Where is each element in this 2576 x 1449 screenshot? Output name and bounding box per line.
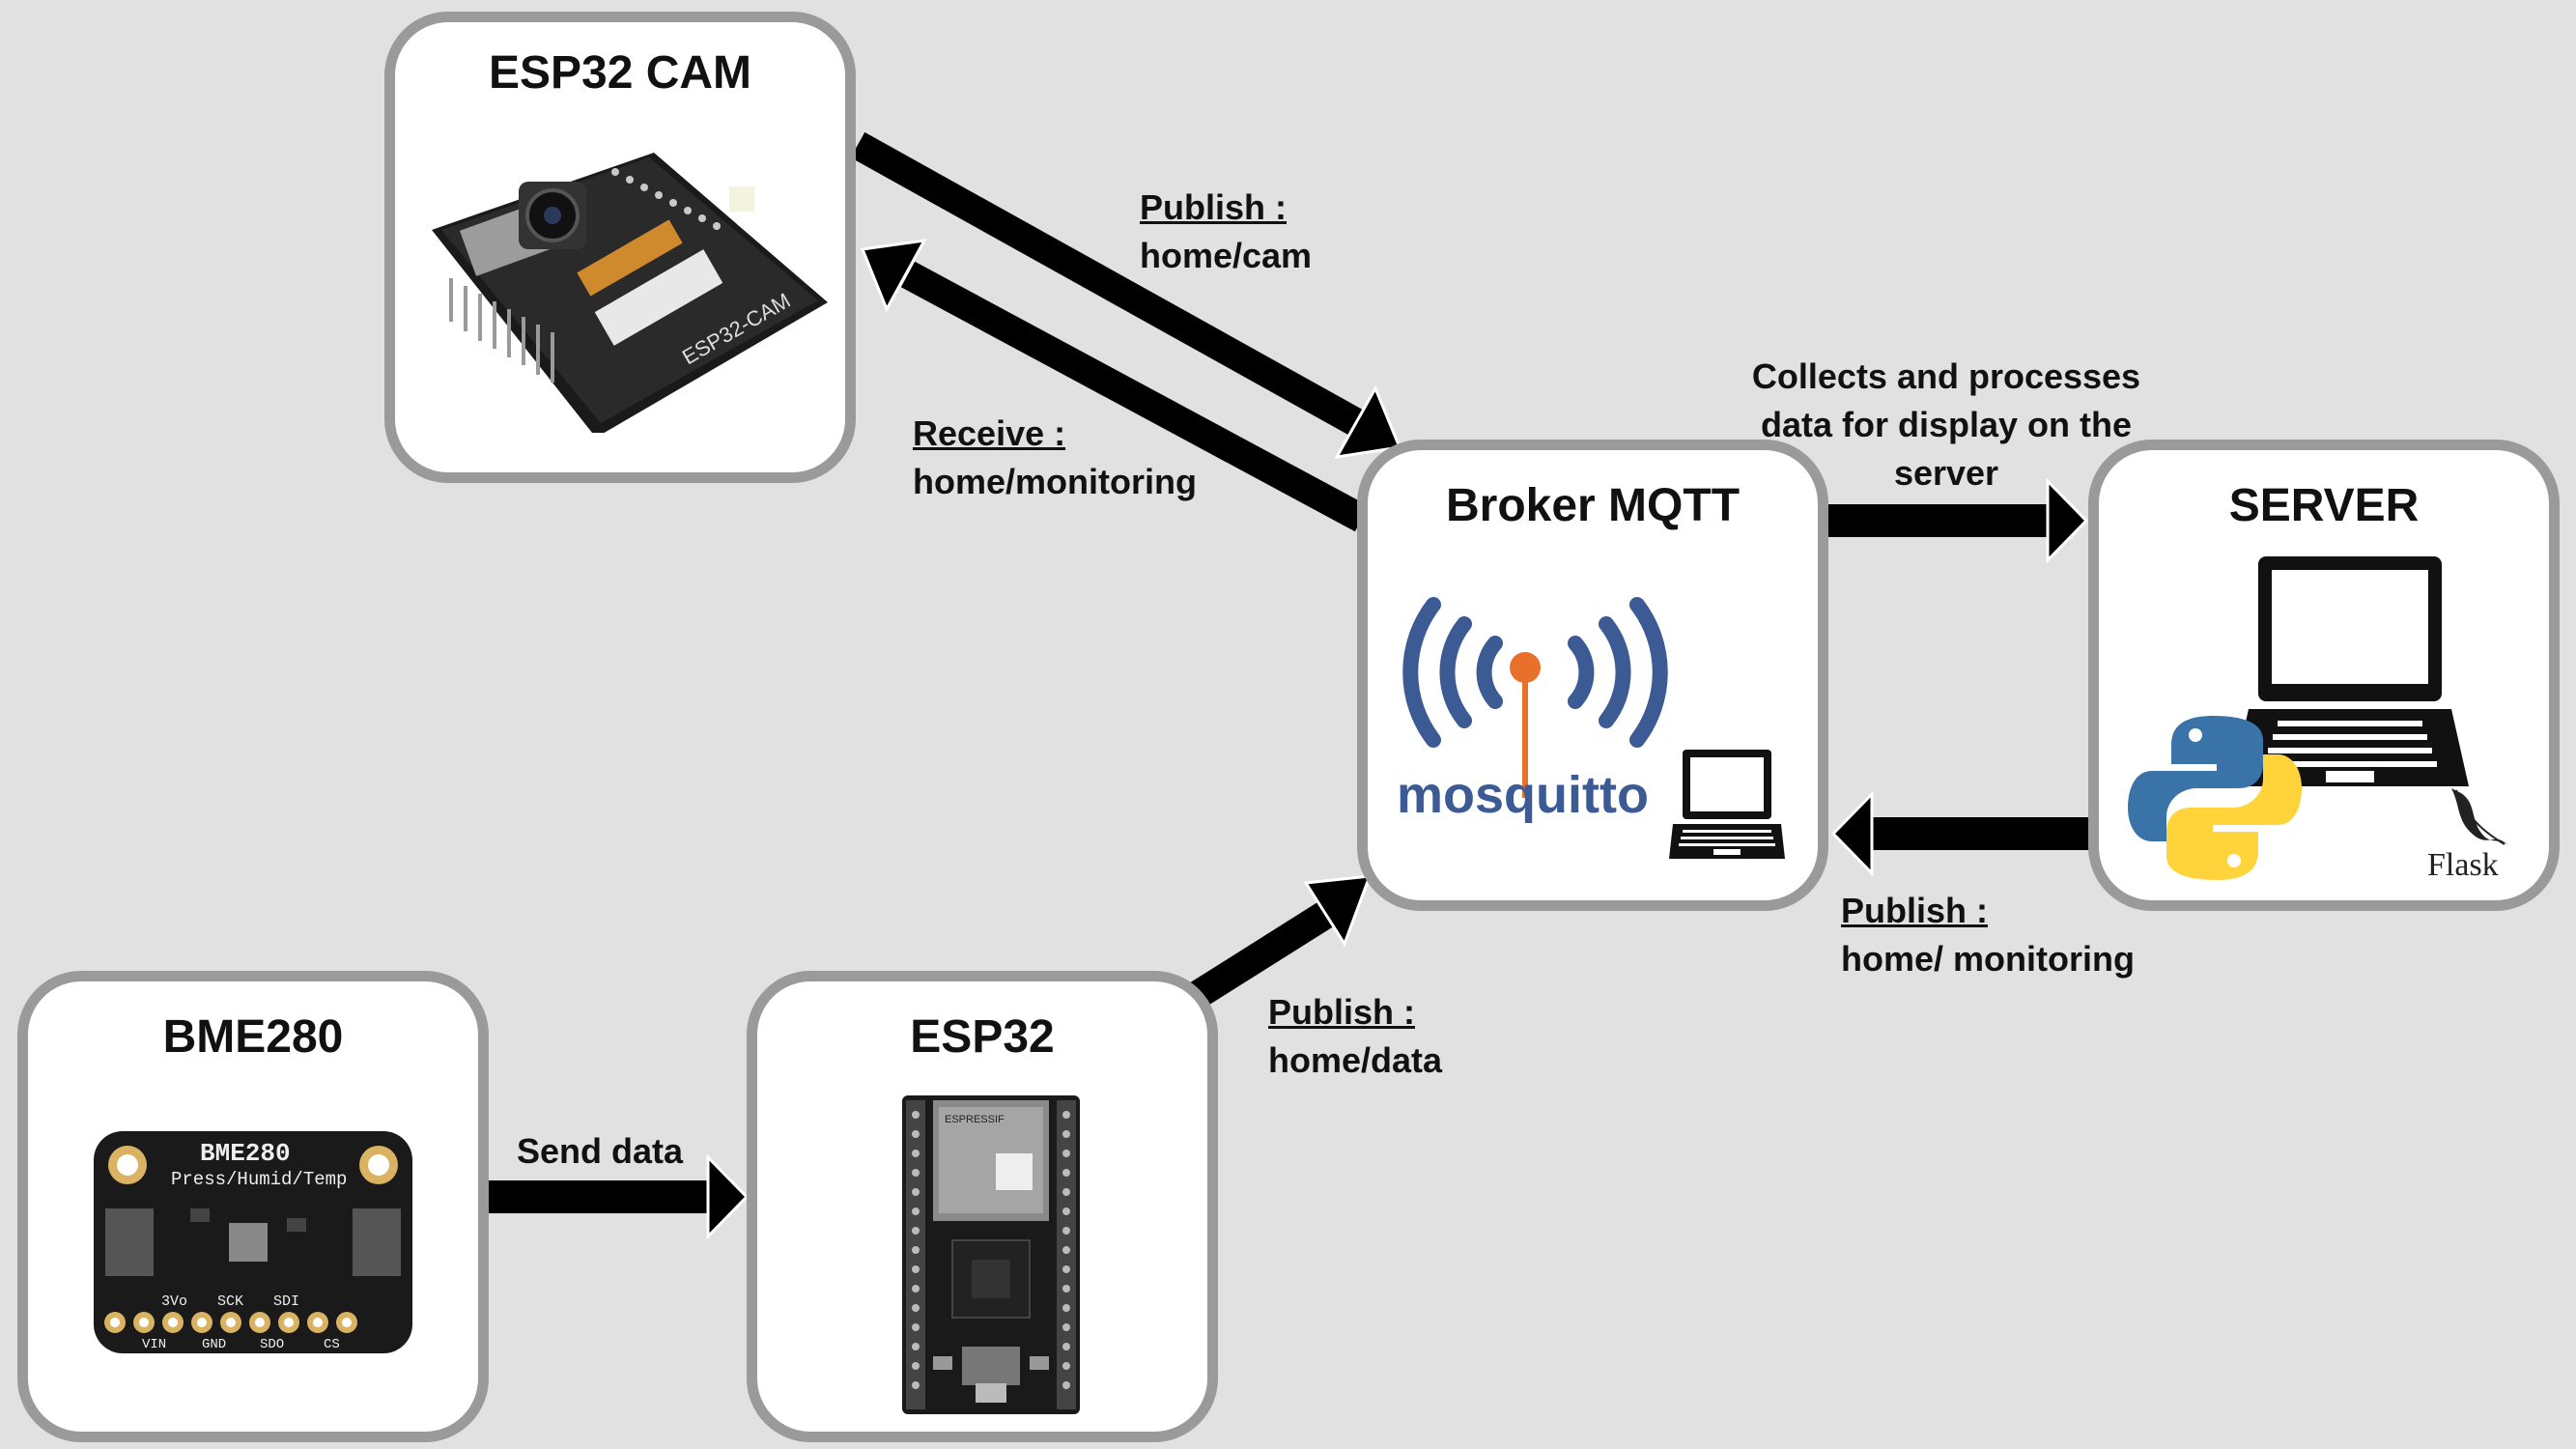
arrow-broker-to-server [1828, 477, 2089, 564]
arrow-bme-to-esp32 [489, 1153, 750, 1240]
label-text: Send data [517, 1131, 684, 1171]
mosquitto-logo: mosquitto [1397, 597, 1668, 824]
label-line: Collects and processes [1751, 356, 2141, 396]
bme280-board-title: BME280 [200, 1139, 291, 1168]
label-line: server [1893, 453, 1999, 493]
bme280-pin-label: SCK [217, 1293, 243, 1310]
bme280-pin-label: GND [202, 1337, 226, 1352]
arrow-esp32-to-broker [1182, 874, 1373, 1012]
flask-logo-icon: Flask [2427, 788, 2509, 883]
node-title: SERVER [2228, 480, 2420, 531]
node-title: Broker MQTT [1445, 480, 1741, 531]
label-topic: home/cam [1140, 236, 1313, 275]
esp32-chip-text: ESPRESSIF [945, 1114, 1005, 1125]
label-topic: home/monitoring [913, 462, 1197, 501]
label-topic: home/ monitoring [1841, 939, 2135, 979]
server-laptop-icon [2231, 556, 2469, 786]
label-cam-publish: Publish : home/cam [1140, 184, 1312, 280]
label-title: Publish : [1268, 992, 1415, 1032]
label-title: Publish : [1841, 891, 1988, 930]
bme280-board-subtitle: Press/Humid/Temp [171, 1169, 347, 1190]
node-title: ESP32 [910, 1011, 1055, 1063]
label-title: Receive : [913, 413, 1066, 453]
arrow-cam-to-broker [850, 131, 1402, 459]
bme280-pin-label: CS [324, 1337, 340, 1352]
label-cam-receive: Receive : home/monitoring [913, 410, 1197, 506]
node-title: BME280 [162, 1011, 344, 1063]
label-line: data for display on the [1760, 405, 2133, 444]
label-send-data: Send data [517, 1127, 683, 1176]
node-broker-mqtt: Broker MQTT mosquitto [1357, 440, 1828, 911]
esp32-board-image: ESPRESSIF [902, 1095, 1080, 1414]
node-bme280: BME280 BME280 Press/Humid/Temp 3Vo SCK S… [17, 971, 489, 1442]
bme280-pin-label: SDO [260, 1337, 284, 1352]
node-server: SERVER Flask [2088, 440, 2560, 911]
broker-laptop-icon [1669, 750, 1785, 859]
bme280-pin-label: SDI [273, 1293, 299, 1310]
label-collects: Collects and processes data for display … [1729, 353, 2164, 497]
node-esp32: ESP32 ESPRESSIF [747, 971, 1218, 1442]
bme280-pin-label: 3Vo [161, 1293, 187, 1310]
node-esp32cam: ESP32 CAM ESP32-CAM [384, 12, 856, 483]
esp32cam-board-image: ESP32-CAM [432, 153, 828, 433]
arrow-server-to-broker [1830, 790, 2093, 877]
label-topic: home/data [1268, 1040, 1443, 1080]
label-esp-publish: Publish : home/data [1268, 988, 1442, 1085]
label-title: Publish : [1140, 187, 1287, 227]
node-title: ESP32 CAM [488, 47, 752, 99]
bme280-board-image: BME280 Press/Humid/Temp 3Vo SCK SDI VIN … [94, 1131, 412, 1353]
label-server-publish: Publish : home/ monitoring [1841, 887, 2135, 983]
arrow-broker-to-cam [860, 239, 1370, 532]
mosquitto-wordmark: mosquitto [1397, 766, 1649, 824]
flask-wordmark: Flask [2427, 847, 2499, 883]
bme280-pin-label: VIN [142, 1337, 166, 1352]
python-logo-icon [2128, 716, 2302, 880]
